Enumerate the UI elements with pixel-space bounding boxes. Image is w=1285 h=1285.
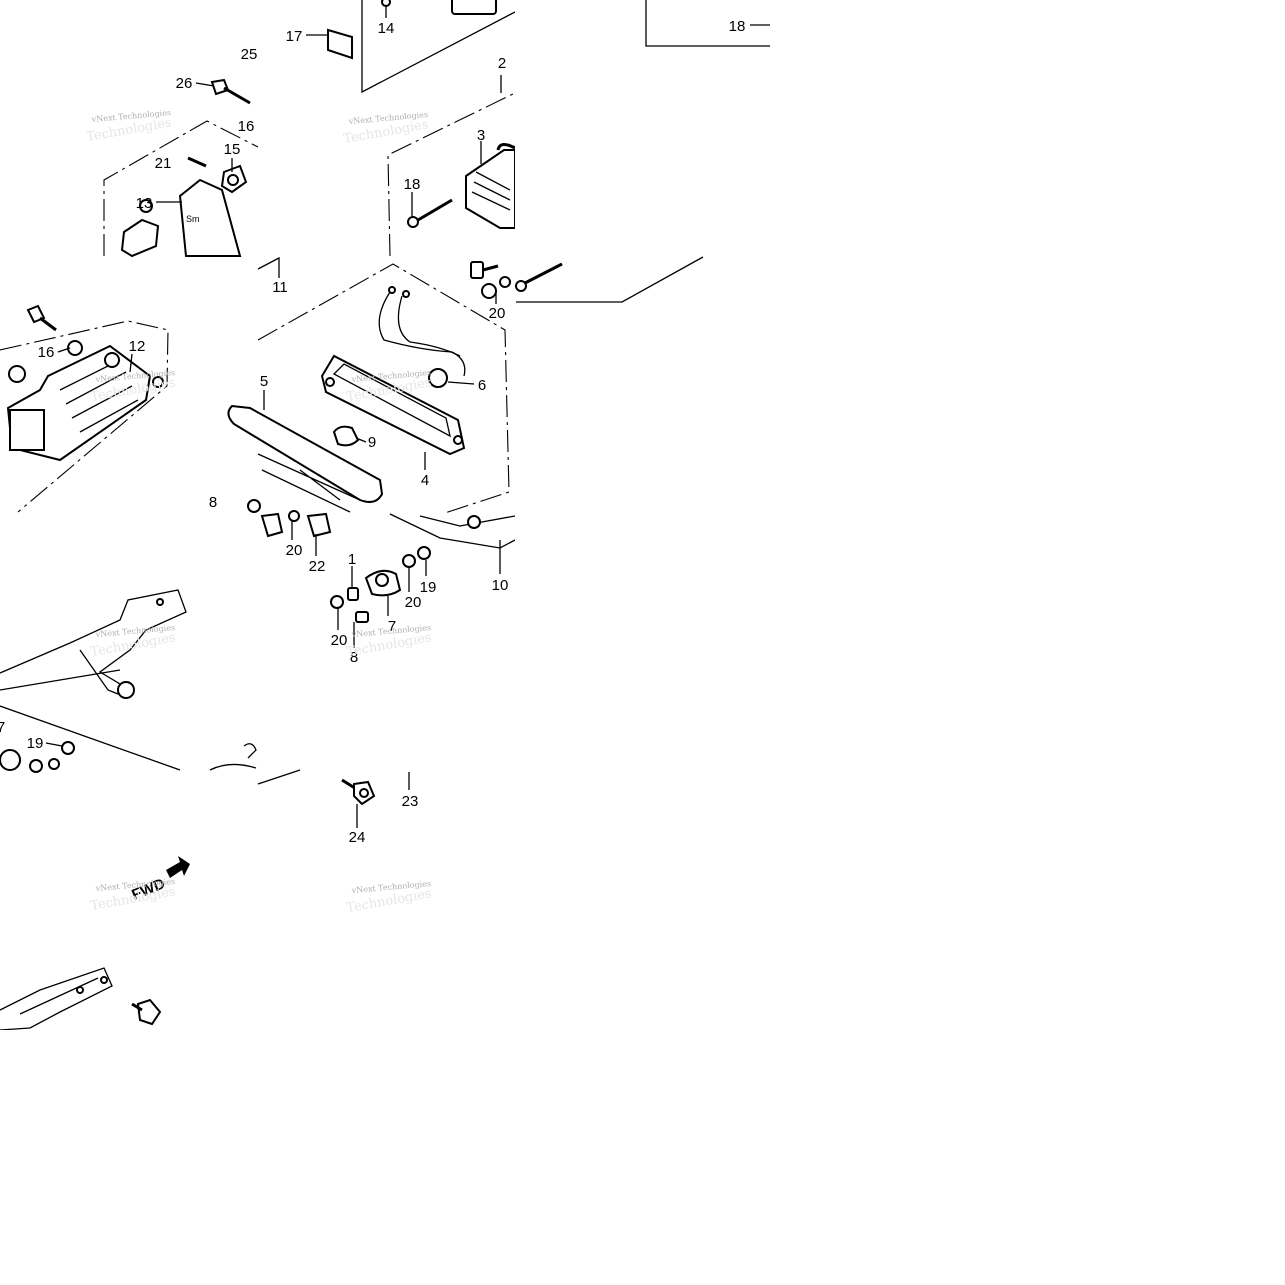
leader-lines [45,6,770,828]
lens-5-icon [227,404,384,513]
callout-19-mid: 19 [420,579,437,596]
callout-20-low: 20 [331,632,348,649]
housing-12-icon [6,344,164,462]
callout-5: 5 [260,373,268,390]
socket-6-icon [378,286,466,388]
callout-2: 2 [498,55,506,72]
bolt-26-icon [210,78,251,105]
bolt-24-icon [341,778,376,806]
callout-9: 9 [368,434,376,451]
bulb-9-icon [332,425,360,447]
callout-3: 3 [477,127,485,144]
callout-4: 4 [421,472,429,489]
callout-19-low: 19 [27,735,44,752]
callout-11: 11 [272,279,288,296]
callout-8-low: 8 [350,649,358,666]
lamp-housing-4-icon [320,354,466,456]
callout-22: 22 [309,558,326,575]
svg-text:Sm: Sm [186,214,200,224]
fasteners-1-7-19-icon [330,546,431,623]
nut-15-icon [220,164,248,194]
callout-16-top: 16 [238,118,255,135]
bolts-near-20-icon [470,261,563,299]
callout-12: 12 [129,338,146,355]
frame-arm-icon [69,589,187,699]
callout-20-right: 20 [405,594,422,611]
parts-artwork: Sm [0,0,563,1031]
bracket-10-icon [389,513,516,549]
callout-20-mid: 20 [286,542,303,559]
callout-labels: 14 17 18 25 26 2 16 3 21 15 18 13 11 20 … [0,18,745,846]
lens-3-icon [465,143,516,229]
callout-18-mid: 18 [404,176,421,193]
callout-20-top: 20 [489,305,506,322]
lower-washers-icon [0,741,301,785]
callout-16-left: 16 [38,344,55,361]
callout-14: 14 [378,20,395,37]
fwd-arrow-icon [166,856,190,878]
switch-13-icon: Sm [120,178,242,258]
bottom-bracket-icon [0,967,162,1031]
callout-15: 15 [224,141,241,158]
callout-18-top: 18 [729,18,746,35]
callout-17: 17 [286,28,303,45]
mounts-22-icon [247,499,332,538]
callout-23: 23 [402,793,419,810]
screw-18-icon [407,198,453,228]
bolt-25-icon [8,304,83,383]
callout-1: 1 [348,551,356,568]
callout-6: 6 [478,377,486,394]
callout-7-mid: 7 [388,618,396,635]
callout-25-top: 25 [241,46,258,63]
callout-26: 26 [176,75,193,92]
callout-8-mid: 8 [209,494,217,511]
callout-24: 24 [349,829,366,846]
callout-10: 10 [492,577,509,594]
callout-21: 21 [155,155,172,172]
callout-13: 13 [136,195,153,212]
assembly-frames [0,0,770,771]
callout-7-left: 7 [0,719,5,736]
